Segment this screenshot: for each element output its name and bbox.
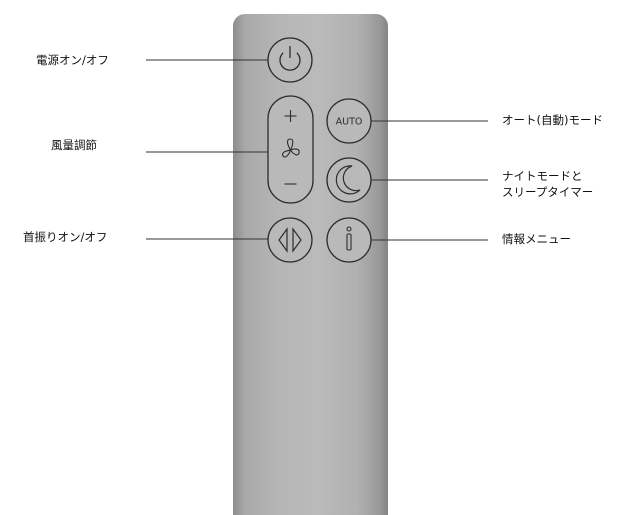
fan-icon	[282, 138, 300, 158]
info-button[interactable]	[326, 217, 372, 263]
power-button[interactable]	[267, 37, 313, 83]
oscillation-icon	[278, 227, 302, 253]
oscillation-label: 首振りオン/オフ	[23, 230, 108, 244]
night-mode-label-line1: ナイトモードと	[502, 169, 583, 183]
auto-button[interactable]: AUTO	[326, 98, 372, 144]
auto-mode-label: オート(自動)モード	[502, 113, 603, 127]
auto-button-text: AUTO	[336, 117, 363, 128]
fan-speed-plus-button[interactable]	[284, 110, 297, 122]
power-icon	[279, 46, 301, 71]
fan-speed-control[interactable]	[267, 95, 314, 204]
info-menu-label: 情報メニュー	[502, 232, 571, 246]
night-mode-label-line2: スリープタイマー	[502, 185, 594, 199]
remote-control-body	[233, 14, 388, 515]
power-label: 電源オン/オフ	[36, 53, 109, 67]
moon-icon	[335, 165, 361, 195]
night-mode-button[interactable]	[326, 157, 372, 203]
info-icon	[346, 226, 352, 251]
fan-speed-label: 風量調節	[51, 138, 97, 152]
oscillation-button[interactable]	[267, 217, 313, 263]
